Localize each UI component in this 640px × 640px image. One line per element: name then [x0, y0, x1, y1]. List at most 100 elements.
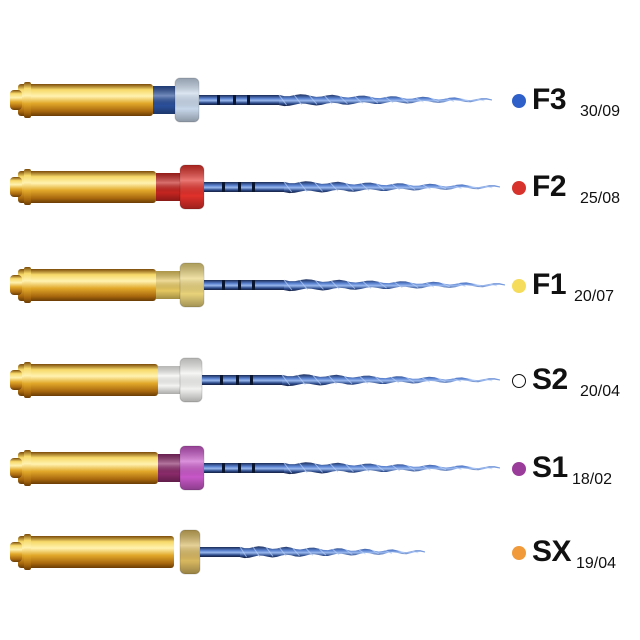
twisted-blade: [284, 181, 500, 194]
gold-handle: [18, 269, 156, 301]
flute-highlight: [330, 280, 340, 290]
flute-highlight: [438, 184, 447, 190]
flute-highlight: [407, 184, 416, 190]
color-dot-icon: [512, 279, 526, 293]
color-ring-shade: [180, 165, 204, 209]
color-dot-icon: [512, 462, 526, 476]
flute-highlight: [369, 96, 379, 104]
depth-mark: [252, 280, 255, 290]
file-size: 19/04: [576, 555, 617, 572]
flute-highlight: [441, 282, 450, 288]
gold-handle: [18, 452, 158, 484]
flute-highlight: [437, 377, 446, 383]
depth-mark: [236, 375, 239, 385]
handle-cap: [10, 90, 22, 110]
file-label: S1 18/02: [510, 438, 640, 498]
file-shank: [204, 182, 284, 192]
flute-highlight: [309, 95, 318, 105]
flute-highlight: [305, 548, 314, 556]
color-band-shade: [153, 86, 175, 114]
color-dot-icon: [512, 546, 526, 560]
flute-highlight: [406, 377, 415, 383]
flute-highlight: [484, 185, 493, 189]
handle-flange: [24, 362, 31, 398]
flute-highlight: [390, 376, 400, 384]
flute-highlight: [461, 98, 470, 102]
color-ring-shade: [180, 263, 204, 307]
flute-highlight: [314, 463, 323, 473]
flute-highlight: [281, 374, 291, 386]
flute-highlight: [324, 95, 333, 105]
handle-cap: [10, 458, 22, 478]
gold-handle: [18, 84, 153, 116]
rotary-file-image: [10, 262, 505, 308]
flute-highlight: [346, 280, 356, 290]
flute-highlight: [422, 184, 431, 190]
color-dot-icon: [512, 94, 526, 108]
color-ring-shade: [175, 78, 199, 122]
flute-highlight: [453, 377, 462, 383]
flute-highlight: [430, 97, 439, 103]
twisted-blade: [284, 462, 500, 475]
twisted-blade: [279, 94, 492, 107]
twisted-blade: [282, 374, 500, 387]
flute-highlight: [332, 548, 340, 556]
file-shank: [199, 95, 279, 105]
depth-mark: [252, 463, 255, 473]
flute-highlight: [378, 281, 387, 289]
flute-highlight: [476, 98, 485, 102]
flute-highlight: [292, 547, 300, 557]
flute-highlight: [343, 375, 353, 385]
flute-highlight: [457, 282, 466, 288]
flute-highlight: [339, 95, 348, 105]
twisted-blade: [240, 546, 425, 559]
rotary-file-image: [10, 77, 492, 123]
flute-highlight: [312, 375, 322, 385]
color-ring-shade: [180, 358, 202, 402]
color-band-shade: [158, 366, 180, 394]
flute-highlight: [375, 376, 384, 384]
flute-highlight: [385, 96, 394, 104]
flute-highlight: [329, 463, 339, 473]
file-row: F1 20/07: [0, 255, 640, 315]
depth-mark: [238, 280, 241, 290]
file-label: F1 20/07: [510, 255, 640, 315]
file-row: F3 30/09: [0, 70, 640, 130]
flute-highlight: [360, 183, 370, 191]
file-code: F2: [532, 170, 567, 203]
flute-highlight: [468, 185, 478, 189]
flute-highlight: [345, 549, 353, 555]
color-band-shade: [156, 271, 180, 299]
file-size: 20/07: [574, 288, 615, 305]
flute-highlight: [400, 97, 409, 103]
file-label: SX 19/04: [510, 522, 640, 582]
flute-highlight: [359, 376, 368, 384]
color-ring-shade: [180, 530, 200, 574]
flute-highlight: [376, 464, 385, 472]
depth-mark: [238, 463, 241, 473]
file-label: F2 25/08: [510, 157, 640, 217]
flute-highlight: [283, 279, 293, 291]
flute-highlight: [278, 94, 288, 106]
rotary-file-image: [10, 529, 425, 575]
flute-highlight: [489, 283, 498, 287]
file-row: S1 18/02: [0, 438, 640, 498]
flute-highlight: [279, 547, 287, 557]
depth-mark: [238, 182, 241, 192]
flute-highlight: [394, 281, 403, 289]
flute-highlight: [345, 463, 354, 473]
flute-highlight: [371, 549, 379, 555]
rotary-file-image: [10, 164, 500, 210]
file-row: F2 25/08: [0, 157, 640, 217]
flute-highlight: [299, 279, 309, 291]
flute-highlight: [391, 183, 401, 191]
file-label: S2 20/04: [510, 350, 640, 410]
flute-highlight: [314, 182, 323, 192]
flute-highlight: [422, 465, 431, 471]
depth-mark: [250, 375, 253, 385]
handle-cap: [10, 177, 22, 197]
handle-flange: [24, 450, 31, 486]
handle-flange: [24, 267, 31, 303]
flute-highlight: [293, 94, 303, 106]
